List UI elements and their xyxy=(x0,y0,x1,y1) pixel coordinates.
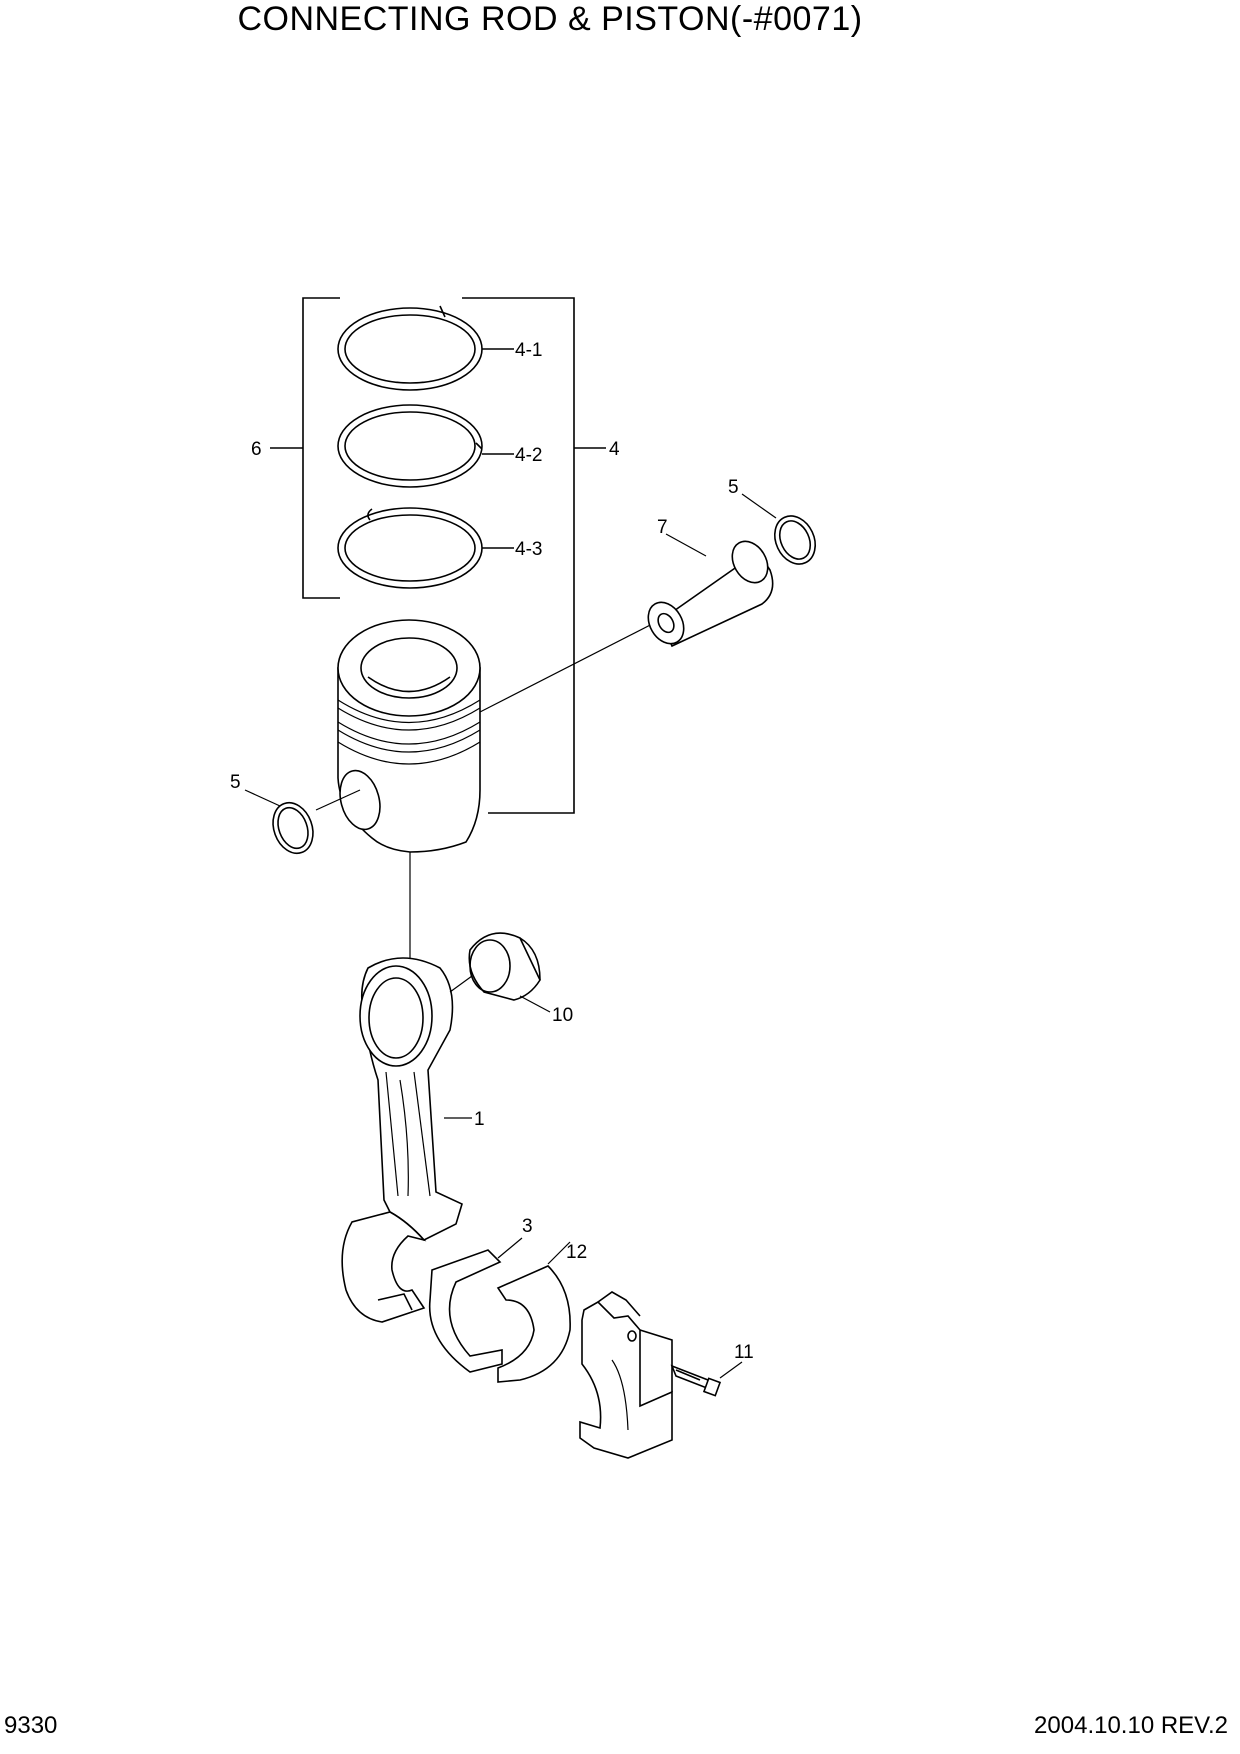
bearing-cap xyxy=(579,1291,673,1459)
bearing-shell-upper xyxy=(428,1237,523,1373)
page-title: CONNECTING ROD & PISTON(-#0071) xyxy=(237,0,863,38)
snap-ring-left xyxy=(244,789,314,855)
callout-12: 12 xyxy=(566,1242,587,1263)
callout-5-left: 5 xyxy=(230,772,241,793)
page-number: 9330 xyxy=(4,1712,58,1739)
piston-ring-top xyxy=(337,305,514,391)
piston-pin xyxy=(647,533,774,648)
callout-10: 10 xyxy=(552,1005,573,1026)
callout-4-3: 4-3 xyxy=(515,539,542,560)
bearing-shell-lower xyxy=(496,1241,571,1383)
callout-4: 4 xyxy=(609,439,620,460)
callout-1: 1 xyxy=(474,1109,485,1130)
callout-3: 3 xyxy=(522,1216,533,1237)
small-end-bushing xyxy=(449,932,551,1013)
connecting-rod xyxy=(341,957,472,1323)
piston xyxy=(315,619,661,853)
piston-ring-second xyxy=(337,404,514,488)
callout-4-2: 4-2 xyxy=(515,445,542,466)
bracket-piston-assembly xyxy=(462,297,606,814)
callout-7: 7 xyxy=(657,517,668,538)
callout-11: 11 xyxy=(734,1342,754,1363)
callout-5-right: 5 xyxy=(728,477,739,498)
cap-bolt xyxy=(670,1361,743,1397)
revision-date: 2004.10.10 REV.2 xyxy=(1034,1712,1228,1739)
snap-ring-right xyxy=(741,493,817,565)
callout-4-1: 4-1 xyxy=(515,340,542,361)
bracket-ring-set xyxy=(270,297,340,599)
callout-6: 6 xyxy=(251,439,262,460)
piston-ring-oil xyxy=(337,507,514,589)
